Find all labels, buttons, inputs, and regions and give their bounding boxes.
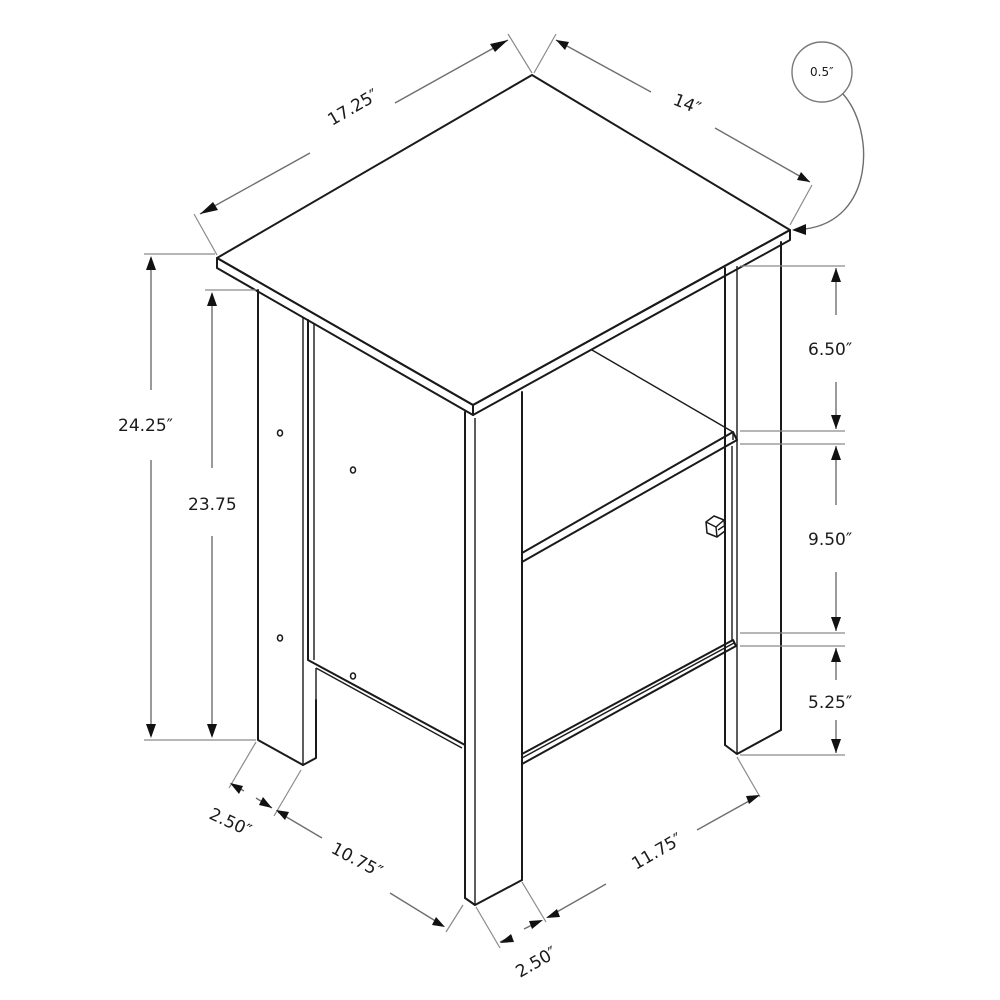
dimension-top-width: 17.25″	[193, 33, 533, 256]
open-shelf	[521, 349, 738, 563]
cabinet-door	[521, 446, 733, 760]
label-top-width: 17.25″	[325, 85, 383, 130]
dimension-height-below-top: 23.75	[188, 289, 256, 738]
dimension-leg-clearance: 5.25″	[740, 645, 852, 756]
dimension-overall-height: 24.25″	[118, 253, 256, 741]
dimension-inner-width: 11.75″	[546, 756, 761, 918]
table-top	[216, 74, 791, 416]
label-leg-width-front: 2.50″	[513, 943, 561, 982]
label-inner-depth: 10.75″	[328, 839, 386, 882]
dimension-top-thickness: 0.5″	[791, 41, 865, 235]
screw-hole	[276, 634, 284, 642]
screw-hole	[276, 429, 284, 437]
label-top-depth: 14″	[670, 90, 703, 119]
label-cabinet: 9.50″	[808, 530, 852, 550]
label-open-shelf: 6.50″	[808, 340, 852, 360]
left-side-panel	[257, 289, 466, 766]
screw-hole	[349, 672, 357, 680]
label-inner-width: 11.75″	[629, 829, 687, 874]
door-knob	[705, 515, 726, 538]
dimension-open-shelf: 6.50″	[740, 265, 852, 432]
label-leg-depth-left: 2.50″	[206, 804, 255, 841]
front-right-leg	[724, 241, 782, 755]
bottom-rail	[521, 639, 737, 765]
label-top-thickness: 0.5″	[810, 65, 834, 79]
dimension-cabinet: 9.50″	[740, 443, 852, 634]
screw-hole	[349, 466, 357, 474]
dimension-inner-depth: 10.75″	[276, 810, 464, 933]
front-left-leg	[464, 391, 523, 906]
label-overall-height: 24.25″	[118, 416, 173, 436]
label-leg-clearance: 5.25″	[808, 693, 852, 713]
label-height-below-top: 23.75	[188, 495, 237, 515]
dimension-top-depth: 14″	[533, 33, 813, 226]
